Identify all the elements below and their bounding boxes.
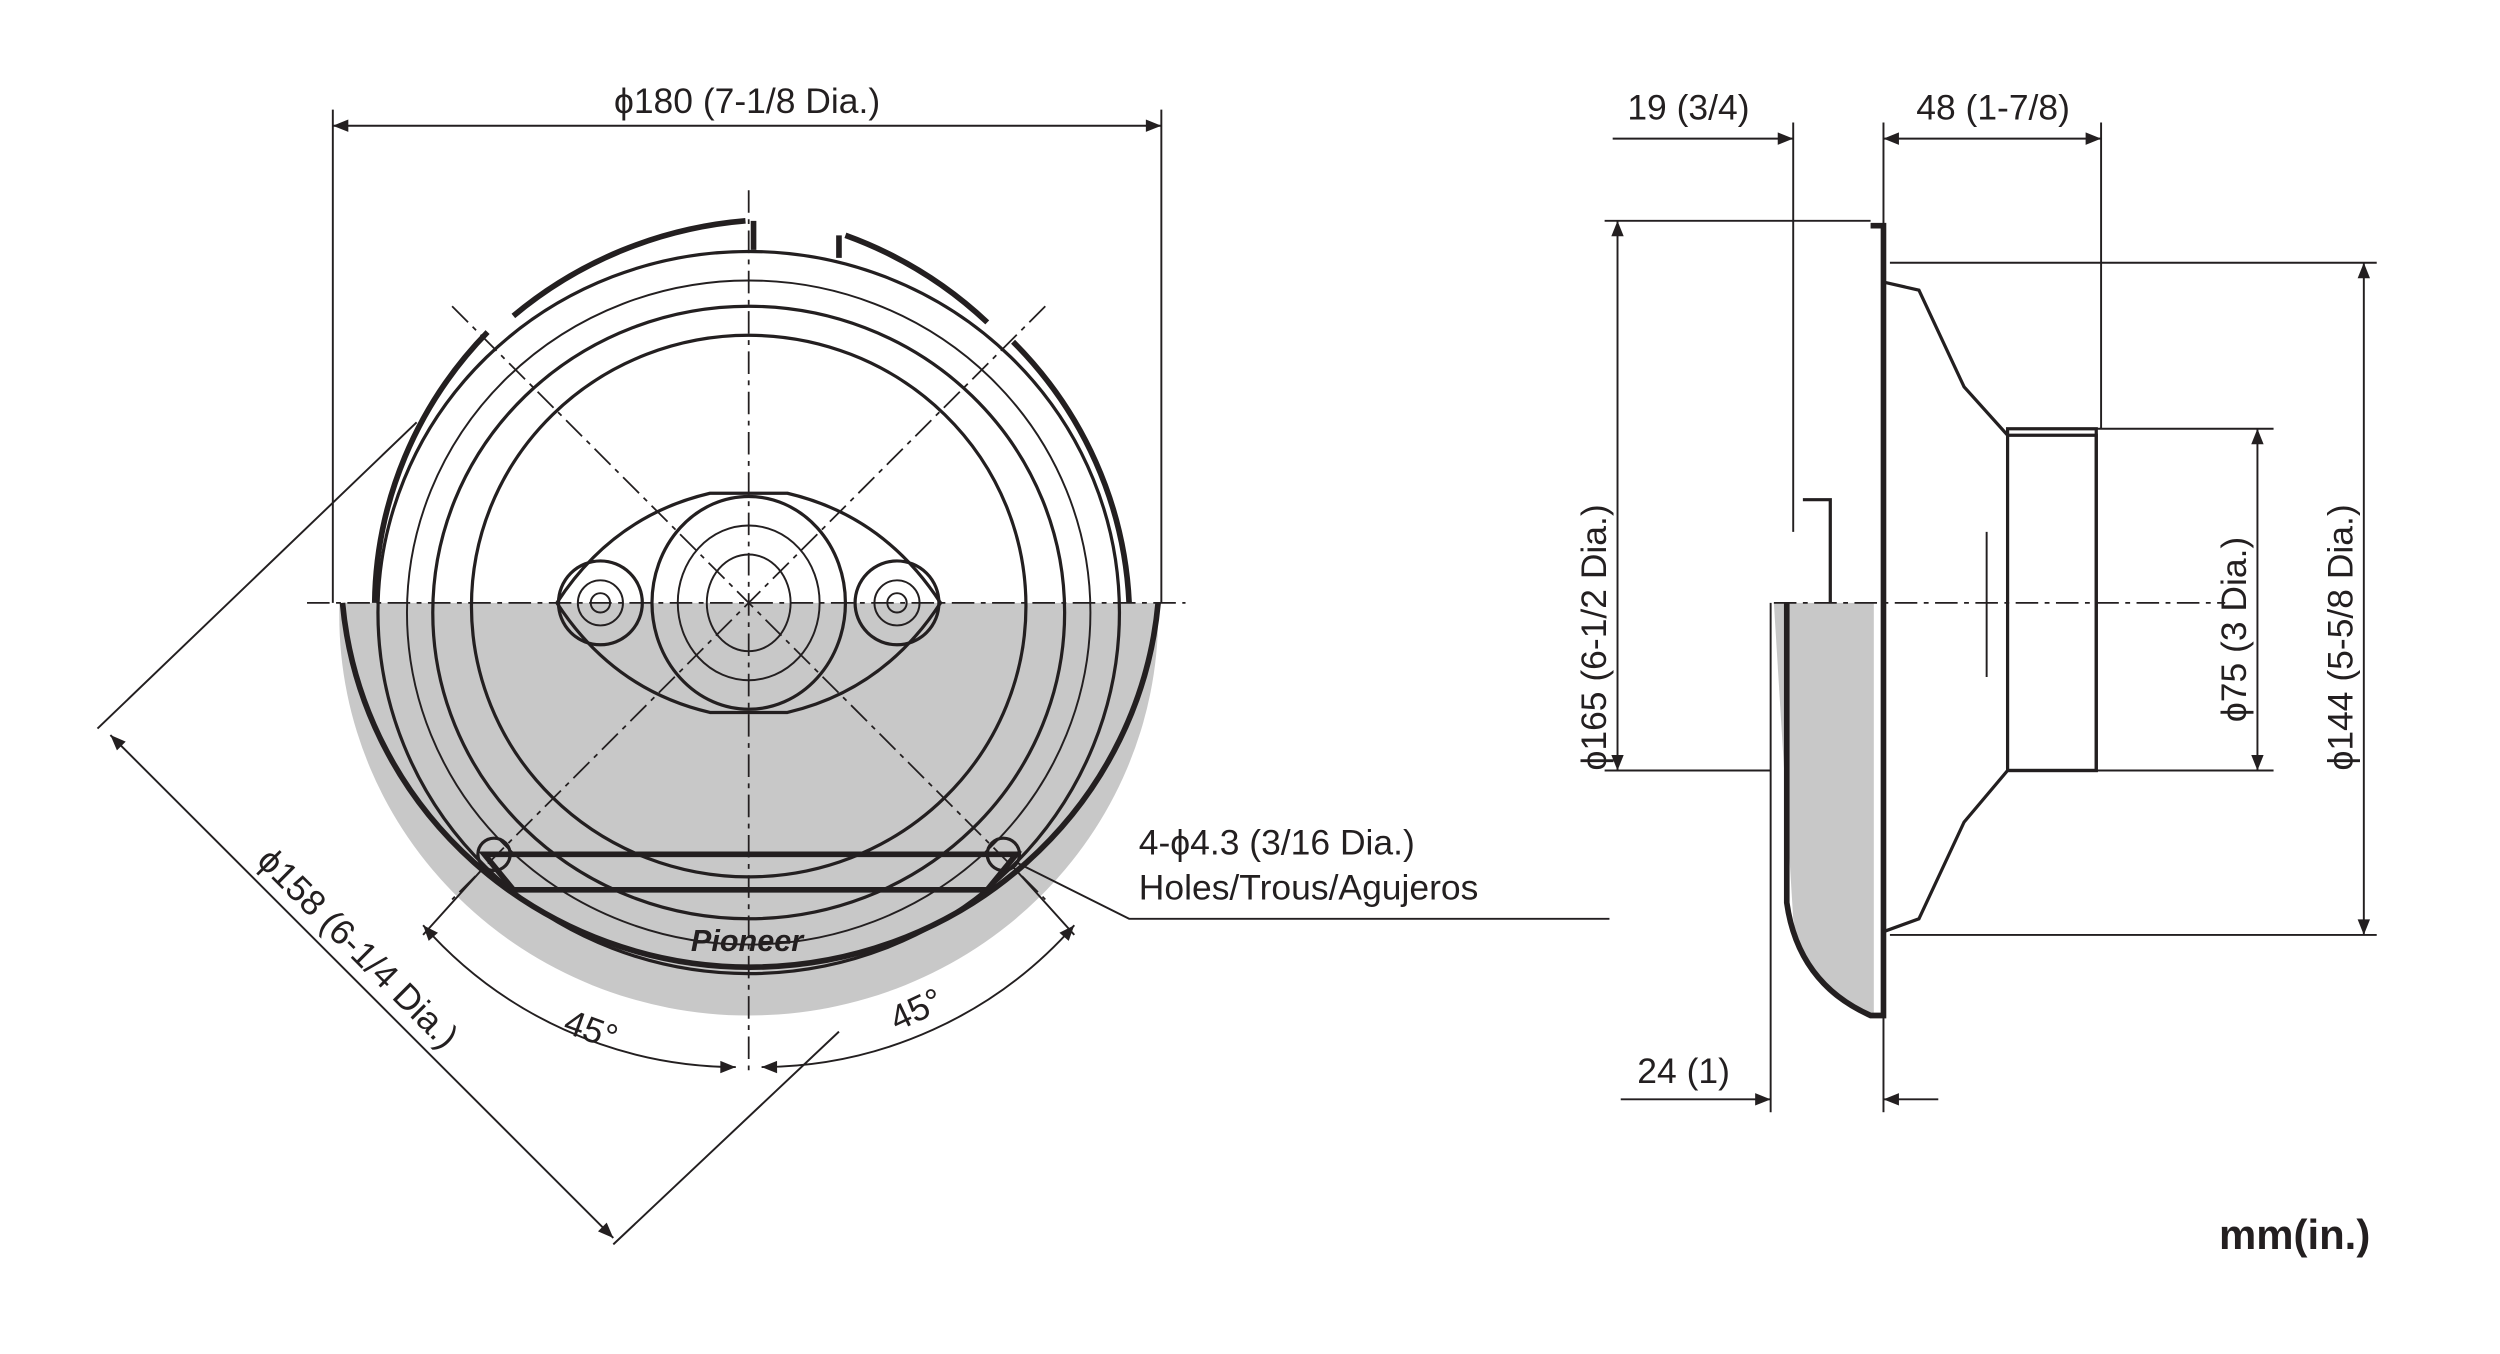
side-view: 19 (3/4) 48 (1-7/8) 24 (1) ϕ165 (6-1/2 D… — [1574, 87, 2377, 1113]
speaker-flange — [1783, 222, 1887, 1019]
mounting-hole — [985, 836, 1022, 873]
holes-label-line1: 4-ϕ4.3 (3/16 Dia.) — [1139, 822, 1415, 862]
speaker-basket — [1882, 280, 2098, 934]
holes-label-line2: Holes/Trous/Agujeros — [1139, 867, 1479, 907]
diameter-144-label: ϕ144 (5-5/8 Dia.) — [2321, 504, 2361, 770]
diameter-165-label: ϕ165 (6-1/2 Dia.) — [1574, 504, 1614, 770]
mount-diameter-label: ϕ158 (6-1/4 Dia.) — [250, 840, 467, 1057]
units-label: mm(in.) — [2219, 1211, 2370, 1258]
depth-front-label: 19 (3/4) — [1627, 87, 1749, 127]
depth-rear-label: 48 (1-7/8) — [1916, 87, 2070, 127]
diameter-75-label: ϕ75 (3 Dia.) — [2214, 537, 2254, 722]
speaker-frame-outline — [371, 218, 1132, 603]
front-view: Pioneer ϕ180 (7-1/8 Dia.) ϕ158 (6-1/4 Di… — [96, 81, 1610, 1246]
flange-label: 24 (1) — [1637, 1051, 1730, 1091]
outer-diameter-label: ϕ180 (7-1/8 Dia.) — [614, 81, 880, 121]
